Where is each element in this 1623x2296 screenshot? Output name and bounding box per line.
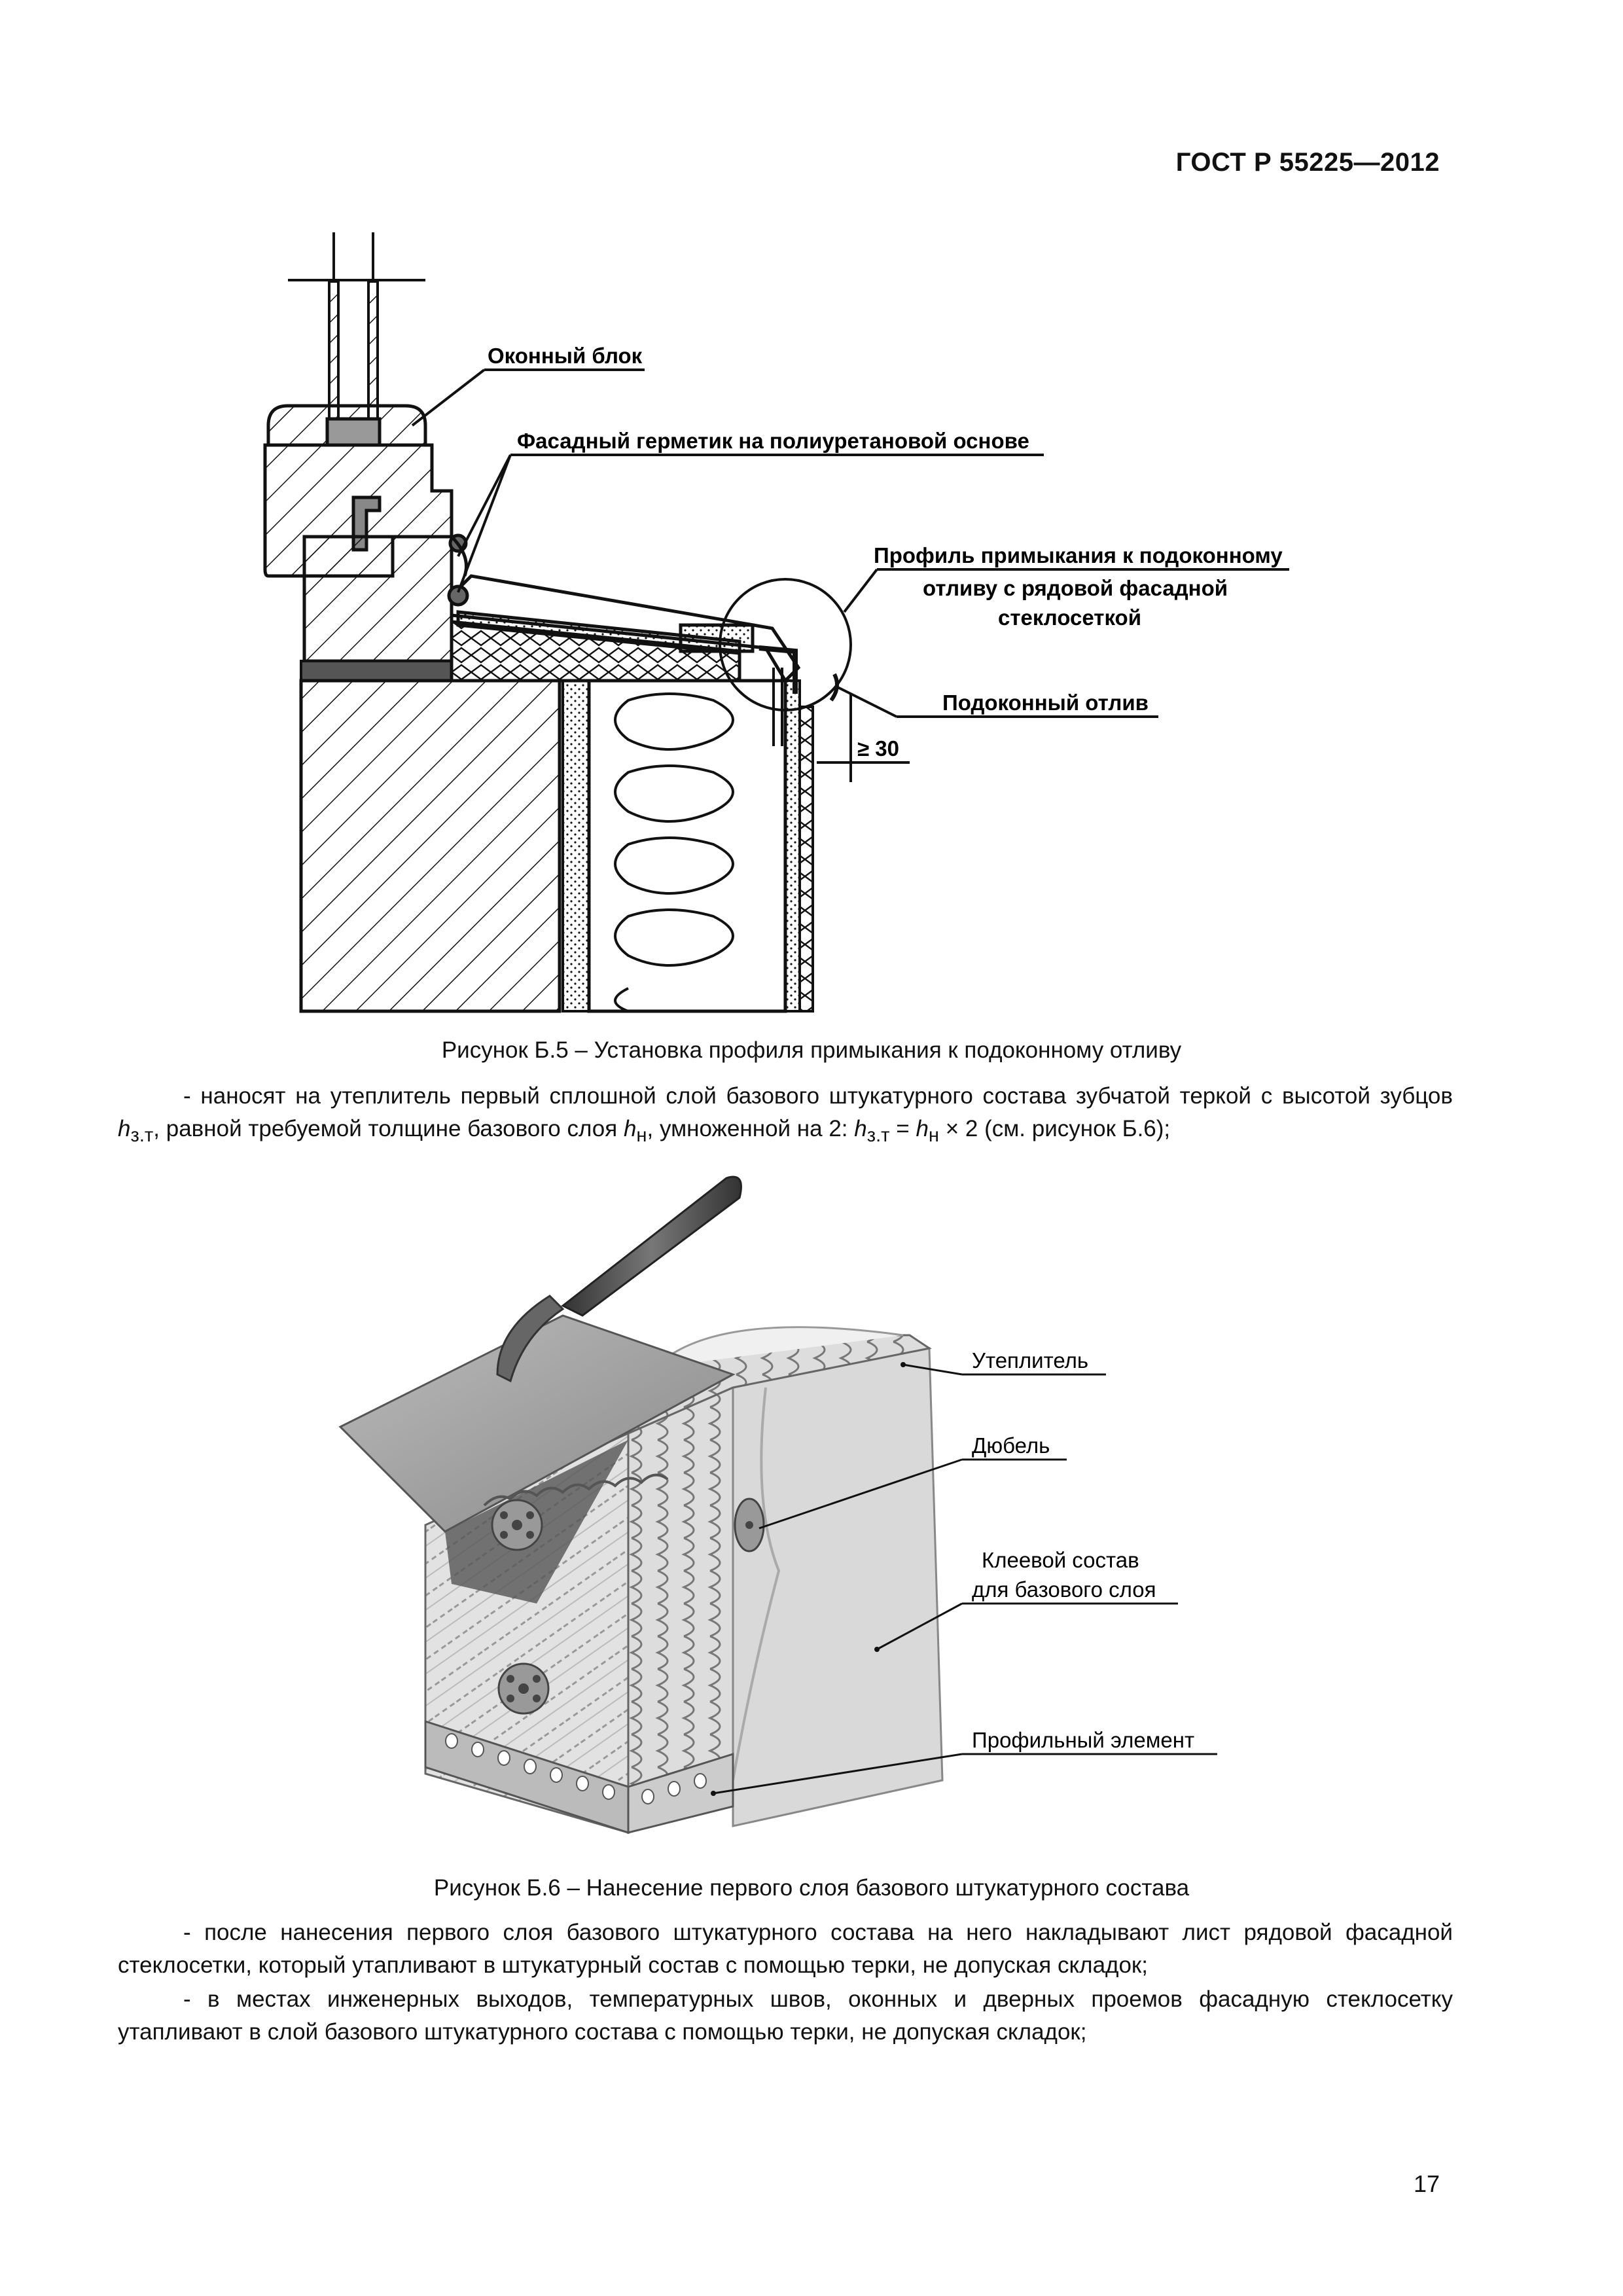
label-facade-sealant: Фасадный герметик на полиуретановой осно… <box>517 429 1029 453</box>
leader-lines <box>411 368 1289 782</box>
paragraph-2: - после нанесения первого слоя базового … <box>118 1920 1453 1978</box>
leader-lines-b6 <box>713 1363 1217 1795</box>
label-sill: Подоконный отлив <box>942 691 1149 715</box>
adhesive-layer <box>562 679 590 1013</box>
dowel-icon <box>491 1499 543 1551</box>
standard-number: ГОСТ Р 55225—2012 <box>1175 148 1440 177</box>
trowel-handle <box>561 1175 742 1317</box>
render-layers <box>784 679 814 1013</box>
figure-b6-caption: Рисунок Б.6 – Нанесение первого слоя баз… <box>433 1875 1190 1901</box>
label-adhesive-line2: для базового слоя <box>972 1577 1156 1602</box>
paragraph-1: - наносят на утеплитель первый сплошной … <box>118 1083 1453 1146</box>
figure-b6-drawing: Утеплитель Дюбель Клеевой состав для баз… <box>338 1175 1217 1835</box>
label-profile-line2: отливу с рядовой фасадной <box>923 576 1228 600</box>
label-profile-line1: Профиль примыкания к подоконному <box>874 543 1283 567</box>
label-insulation: Утеплитель <box>972 1348 1088 1372</box>
window-frame <box>263 404 454 663</box>
adhesive-face <box>732 1347 944 1827</box>
masonry-wall <box>299 679 562 1013</box>
dowel-icon <box>497 1662 550 1715</box>
figure-b5-drawing: Оконный блок Фасадный герметик на полиур… <box>263 232 1289 1013</box>
base-plate <box>300 660 453 682</box>
paragraph-3: - в местах инженерных выходов, температу… <box>118 1986 1453 2045</box>
label-adhesive-line1: Клеевой состав <box>982 1548 1139 1572</box>
sill-section <box>447 533 839 746</box>
figure-b5-caption: Рисунок Б.5 – Установка профиля примыкан… <box>441 1037 1182 1063</box>
label-window-block: Оконный блок <box>488 344 643 368</box>
insulation <box>587 679 787 1013</box>
detail-circle <box>719 578 852 711</box>
notched-trowel <box>338 1314 736 1533</box>
dowel-icon <box>734 1498 765 1552</box>
page-number: 17 <box>1413 2170 1440 2197</box>
label-dowel: Дюбель <box>972 1433 1050 1458</box>
label-profile-element: Профильный элемент <box>972 1728 1194 1752</box>
label-dimension: ≥ 30 <box>857 736 899 761</box>
label-profile-line3: стеклосеткой <box>998 605 1141 630</box>
window-glass <box>288 232 425 420</box>
